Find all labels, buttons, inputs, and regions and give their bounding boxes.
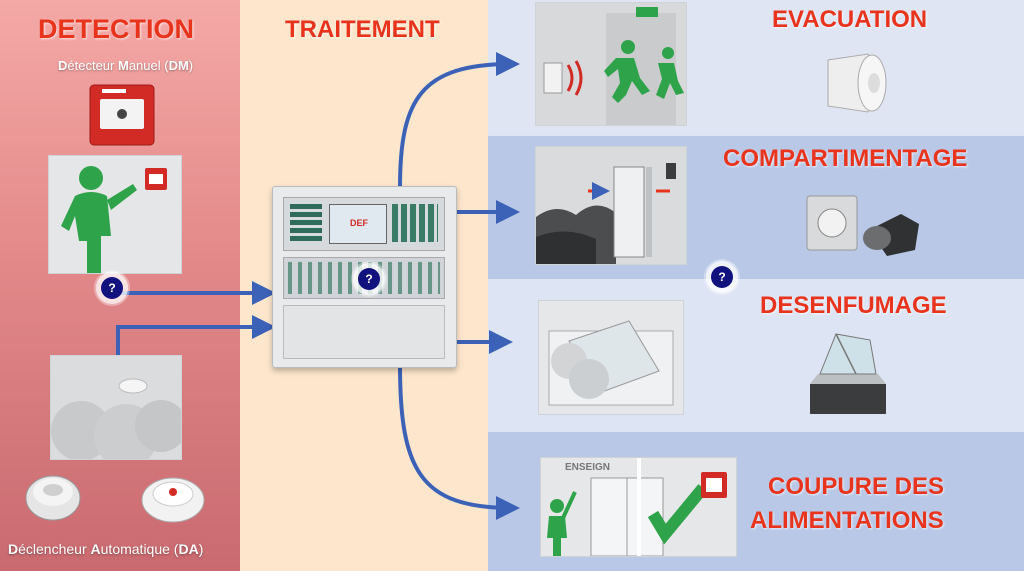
desenfumage-image	[538, 300, 684, 415]
treatment-heading: TRAITEMENT	[285, 16, 440, 43]
help-marker-actions[interactable]: ?	[711, 266, 733, 288]
action-label-evacuation: EVACUATION	[772, 6, 928, 33]
person-icon	[550, 499, 564, 513]
action-label-coupure-line2: ALIMENTATIONS	[750, 507, 944, 534]
siren-icon	[827, 53, 887, 113]
action-label-coupure-line1: COUPURE DES	[768, 473, 945, 500]
manual-activation-image	[48, 155, 182, 274]
arrow-panel-to-evacuation	[398, 52, 520, 190]
smoke-detector-icon	[118, 378, 148, 394]
manual-call-point-icon	[89, 84, 155, 146]
smoke-detector-scene-image	[50, 355, 182, 460]
check-mark-icon	[647, 484, 708, 545]
coupure-image: ENSEIGN	[540, 457, 737, 557]
arrow-da-to-panel	[116, 315, 276, 360]
evacuation-image	[535, 2, 687, 126]
heat-detector-icon	[141, 477, 205, 523]
running-man-icon	[543, 7, 684, 125]
smoke-detector-icon	[25, 475, 81, 521]
roof-hatch-icon	[810, 333, 886, 414]
shop-sign: ENSEIGN	[565, 462, 611, 473]
door-holder-icon	[806, 195, 919, 256]
automatic-trigger-label: Déclencheur Automatique (DA)	[8, 541, 204, 557]
help-marker-treatment[interactable]: ?	[358, 268, 380, 290]
arrow-panel-to-coupure	[398, 363, 520, 520]
compartimentage-image	[535, 146, 687, 265]
panel-display: DEF	[329, 204, 387, 244]
action-label-compartimentage: COMPARTIMENTAGE	[723, 145, 968, 172]
help-marker-detection[interactable]: ?	[101, 277, 123, 299]
running-man-icon	[61, 166, 167, 273]
panel-brand: DEF	[350, 218, 368, 228]
detection-heading: DETECTION	[38, 14, 195, 44]
action-label-desenfumage: DESENFUMAGE	[760, 292, 947, 319]
manual-detector-label: Détecteur Manuel (DM)	[58, 58, 194, 73]
